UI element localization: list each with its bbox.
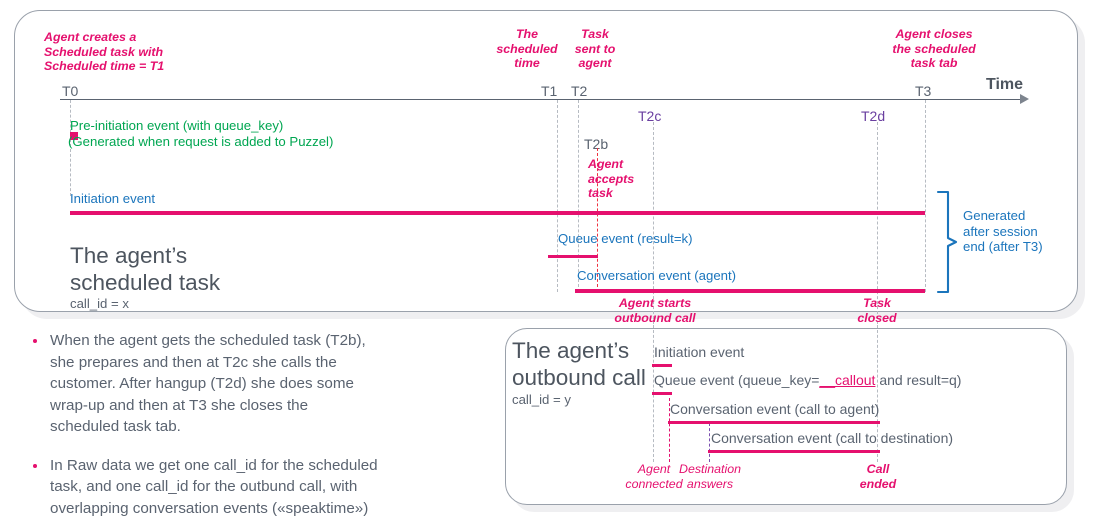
outbound-conversation-destination-bar — [708, 450, 880, 453]
vline-t2b — [597, 148, 598, 292]
session-end-bracket-icon — [936, 190, 958, 294]
scheduled-task-heading-line1: The agent’s — [70, 243, 188, 268]
pre-initiation-event-label: Pre-initiation event (with queue_key) — [70, 118, 284, 133]
outbound-heading-line1: The agent’s — [512, 338, 630, 363]
initiation-event-label: Initiation event — [70, 191, 156, 206]
bullet-dot-icon — [33, 339, 37, 343]
tick-label-t0: T0 — [62, 83, 79, 99]
bullet-dot-icon — [33, 463, 37, 468]
vline-call-ended — [877, 325, 878, 462]
list-item: When the agent gets the scheduled task (… — [24, 330, 484, 438]
annotation-t3: Agent closes the scheduled task tab — [892, 27, 976, 71]
tick-label-t2c: T2c — [638, 108, 662, 124]
outbound-queue-label-prefix: Queue event (queue_key= — [654, 372, 820, 388]
vline-t2c — [653, 122, 654, 324]
conversation-event-agent-bar — [575, 289, 925, 293]
vline-t3 — [925, 100, 926, 292]
outbound-queue-label-suffix: and result=q) — [875, 372, 962, 388]
session-end-note: Generated after session end (after T3) — [963, 208, 1043, 255]
time-axis — [60, 99, 1022, 100]
outbound-heading-line2: outbound call — [512, 365, 646, 390]
conversation-event-agent-label: Conversation event (agent) — [577, 268, 737, 283]
vline-t2 — [578, 100, 579, 292]
scheduled-task-panel — [14, 10, 1078, 312]
outbound-call-panel — [505, 328, 1067, 505]
outbound-initiation-event-label: Initiation event — [654, 344, 745, 360]
outbound-queue-event-bar — [652, 392, 672, 395]
outbound-initiation-event-bar — [652, 364, 672, 367]
list-item: In Raw data we get one call_id for the s… — [24, 455, 484, 520]
scheduled-task-call-id: call_id = x — [70, 296, 130, 311]
annotation-t0: Agent creates a Scheduled task with Sche… — [44, 30, 165, 74]
scheduled-task-heading-line2: scheduled task — [70, 270, 221, 295]
annotation-task-closed: Task closed — [857, 296, 897, 325]
notes-list: When the agent gets the scheduled task (… — [24, 330, 484, 520]
tick-label-t3: T3 — [915, 83, 932, 99]
tick-label-t2b: T2b — [584, 136, 609, 152]
outbound-queue-label-highlight: __callout — [819, 372, 876, 388]
annotation-t1: The scheduled time — [496, 27, 558, 71]
pre-initiation-marker — [70, 132, 78, 140]
tick-label-t2d: T2d — [861, 108, 886, 124]
axis-arrow-icon — [1020, 94, 1029, 104]
note-bullet-2: In Raw data we get one call_id for the s… — [50, 456, 378, 518]
vline-t1 — [557, 100, 558, 292]
annotation-agent-starts-outbound: Agent starts outbound call — [614, 296, 696, 325]
marker-call-ended: Call ended — [859, 462, 897, 491]
vline-agent-connected — [669, 398, 670, 462]
queue-event-label: Queue event (result=k) — [558, 231, 693, 246]
annotation-t2: Task sent to agent — [574, 27, 616, 71]
vline-t0 — [70, 100, 71, 196]
vline-destination-answers — [709, 423, 710, 462]
outbound-queue-event-label: Queue event (queue_key=__callout and res… — [654, 372, 961, 389]
pre-initiation-event-sublabel: (Generated when request is added to Puzz… — [68, 134, 334, 149]
outbound-conversation-destination-label: Conversation event (call to destination) — [711, 430, 954, 446]
marker-agent-connected: Agent connected — [625, 462, 683, 491]
annotation-t2b: Agent accepts task — [588, 157, 635, 201]
outbound-call-id: call_id = y — [512, 392, 572, 407]
tick-label-t1: T1 — [541, 83, 558, 99]
initiation-event-bar — [70, 211, 925, 215]
axis-label-time: Time — [986, 76, 1024, 93]
note-bullet-1: When the agent gets the scheduled task (… — [50, 332, 366, 436]
tick-label-t2: T2 — [571, 83, 588, 99]
queue-event-bar — [548, 255, 598, 258]
marker-destination-answers: Destination answers — [679, 462, 741, 491]
vline-t2d — [877, 122, 878, 324]
outbound-conversation-agent-label: Conversation event (call to agent) — [670, 401, 880, 417]
outbound-conversation-agent-bar — [668, 421, 880, 424]
